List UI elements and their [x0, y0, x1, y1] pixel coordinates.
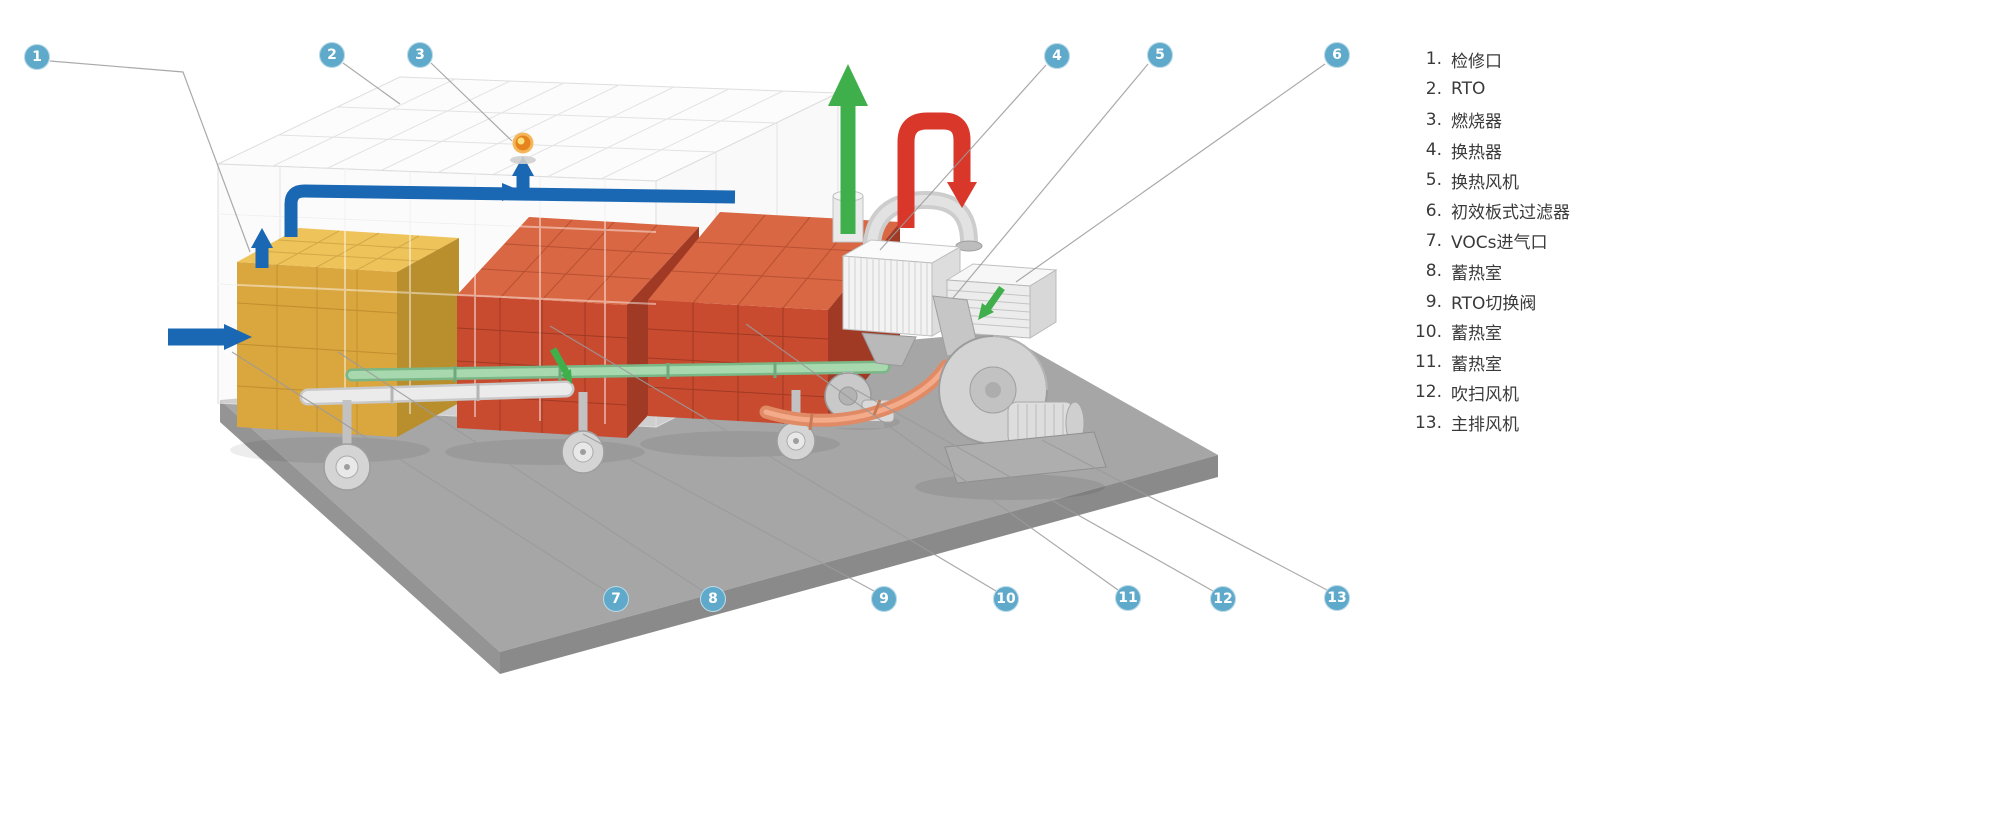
- housing-overlay-wireframe: [217, 169, 657, 424]
- leader-line-12: [855, 389, 1214, 592]
- orange-pipe: [759, 359, 953, 431]
- legend-item: 7. VOCs进气口: [1408, 226, 1570, 256]
- legend-item: 12. 吹扫风机: [1408, 377, 1570, 407]
- legend-item: 13. 主排风机: [1408, 408, 1570, 438]
- legend-item: 9. RTO切换阀: [1408, 286, 1570, 316]
- callout-badge-5: 5: [1147, 42, 1173, 68]
- leader-line-5: [952, 63, 1149, 299]
- legend-item: 2. RTO: [1408, 74, 1570, 104]
- leader-line-10: [549, 325, 997, 592]
- legend-item-number: 10.: [1414, 321, 1442, 342]
- legend-item-label: 检修口: [1451, 51, 1502, 72]
- green-pipe: [345, 360, 891, 382]
- legend-item-number: 5.: [1425, 170, 1442, 191]
- legend-item: 8. 蓄热室: [1408, 256, 1570, 286]
- switching-valves: [323, 390, 816, 491]
- legend-item-number: 7.: [1425, 230, 1442, 251]
- legend-item-number: 9.: [1425, 291, 1442, 312]
- leader-line-1: [49, 60, 251, 253]
- callout-badge-8: 8: [700, 586, 726, 612]
- legend-item-number: 6.: [1425, 200, 1442, 221]
- leader-line-13: [1041, 439, 1328, 591]
- leader-line-7: [231, 351, 607, 592]
- legend-item: 10. 蓄热室: [1408, 317, 1570, 347]
- leader-line-11: [745, 323, 1119, 591]
- legend-item-label: 蓄热室: [1451, 324, 1502, 345]
- housing-top-rails: [277, 106, 777, 153]
- legend-item-label: 吹扫风机: [1451, 384, 1519, 405]
- callout-badge-11: 11: [1115, 585, 1141, 611]
- legend-item-label: VOCs进气口: [1451, 233, 1548, 254]
- callout-badge-10: 10: [993, 586, 1019, 612]
- legend-item: 6. 初效板式过滤器: [1408, 195, 1570, 225]
- legend-item-number: 3.: [1425, 109, 1442, 130]
- hot-bypass-arrow: [897, 112, 977, 228]
- leader-line-8: [337, 351, 704, 592]
- callout-badge-12: 12: [1210, 586, 1236, 612]
- leader-line-3: [430, 62, 513, 142]
- callout-badge-13: 13: [1324, 585, 1350, 611]
- legend-item-number: 2.: [1425, 79, 1442, 100]
- legend-item: 3. 燃烧器: [1408, 105, 1570, 135]
- callout-badge-4: 4: [1044, 43, 1070, 69]
- housing-top-ribs: [272, 78, 784, 180]
- legend-item: 4. 换热器: [1408, 135, 1570, 165]
- bottom-duct: [299, 380, 575, 406]
- vocs-inlet-arrow: [168, 324, 252, 350]
- legend-item-label: 蓄热室: [1451, 263, 1502, 284]
- callout-badge-7: 7: [603, 586, 629, 612]
- leader-line-2: [342, 62, 401, 105]
- legend-item: 11. 蓄热室: [1408, 347, 1570, 377]
- leader-lines: [49, 60, 1328, 592]
- legend-item: 5. 换热风机: [1408, 165, 1570, 195]
- legend-item-label: 初效板式过滤器: [1451, 203, 1570, 224]
- callout-badge-3: 3: [407, 42, 433, 68]
- legend-item-number: 8.: [1425, 261, 1442, 282]
- exchanger-pipes: [862, 190, 983, 255]
- leader-line-6: [1015, 63, 1326, 283]
- legend-item-label: RTO: [1451, 79, 1486, 100]
- legend-item-label: RTO切换阀: [1451, 294, 1537, 315]
- main-exhaust-fan: [932, 295, 1107, 484]
- legend-item-number: 1.: [1425, 49, 1442, 70]
- switching-valve: [561, 392, 605, 474]
- legend-item-label: 蓄热室: [1451, 354, 1502, 375]
- legend-item-label: 主排风机: [1451, 415, 1519, 436]
- callout-badge-2: 2: [319, 42, 345, 68]
- legend-item-label: 换热器: [1451, 142, 1502, 163]
- callout-badge-1: 1: [24, 44, 50, 70]
- intake-duct-blue: [251, 156, 736, 268]
- green-flow-arrows: [549, 285, 1005, 384]
- fan-base: [944, 431, 1107, 484]
- burner-flame-icon: [510, 132, 536, 164]
- exchanger-hopper: [861, 332, 917, 367]
- leader-line-4: [879, 64, 1047, 251]
- switching-valve: [323, 400, 371, 491]
- callout-badge-9: 9: [871, 586, 897, 612]
- legend-item-number: 11.: [1414, 352, 1442, 373]
- legend-item-number: 12.: [1414, 382, 1442, 403]
- legend-item-number: 4.: [1425, 140, 1442, 161]
- heat-exchanger: [841, 239, 962, 367]
- legend-item: 1. 检修口: [1408, 44, 1570, 74]
- legend-item-label: 换热风机: [1451, 172, 1519, 193]
- legend-item-label: 燃烧器: [1451, 112, 1502, 133]
- leader-line-9: [582, 433, 875, 592]
- legend: 1. 检修口 2. RTO 3. 燃烧器 4. 换热器 5. 换热风机 6. 初…: [1408, 44, 1570, 438]
- clean-air-arrow: [828, 64, 868, 234]
- fan-motor: [1007, 401, 1085, 446]
- legend-item-number: 13.: [1414, 412, 1442, 433]
- callout-badge-6: 6: [1324, 42, 1350, 68]
